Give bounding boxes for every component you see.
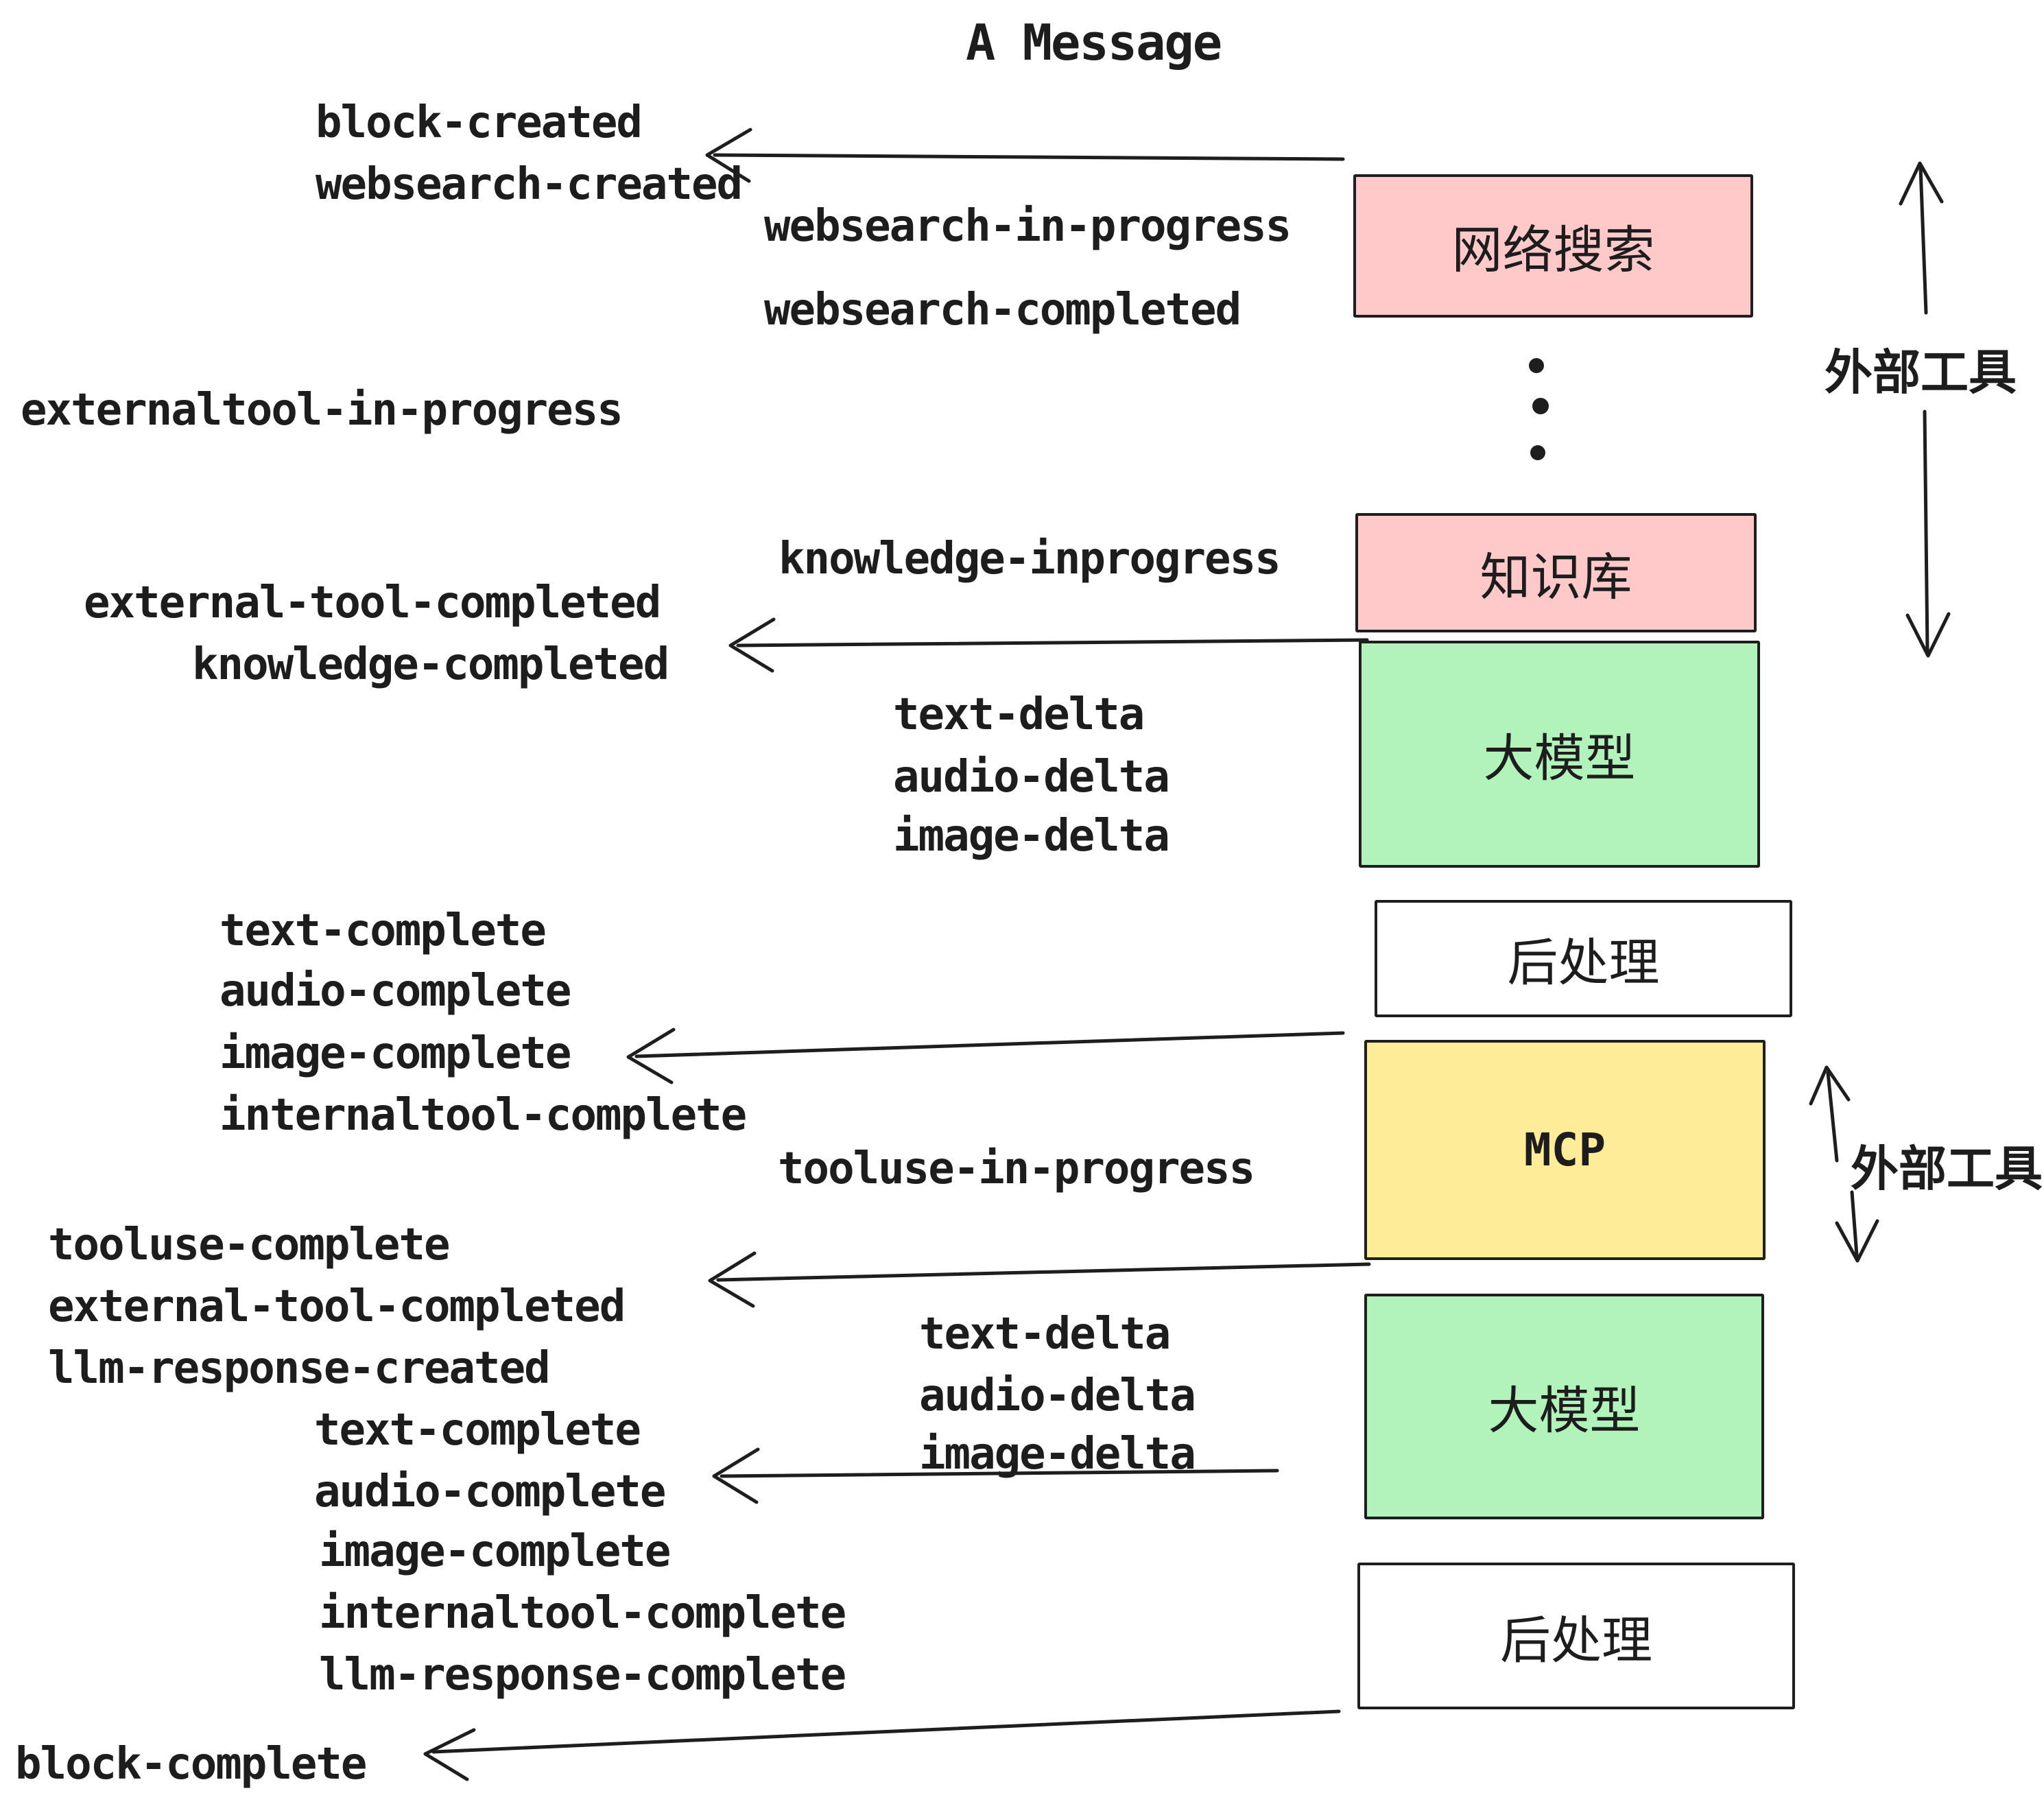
event-label-websearch-in-progress: websearch-in-progress	[764, 201, 1292, 252]
box-mcp: MCP	[1364, 1040, 1766, 1260]
external-tools-down-arrow-2	[1835, 1190, 1879, 1263]
event-label-block-created: block-created	[316, 97, 643, 148]
arrow-to-tooluse-complete	[708, 1251, 1371, 1308]
arrow-to-image-complete	[626, 1028, 1345, 1084]
event-label-image-delta-2: image-delta	[919, 1429, 1196, 1480]
box-postprocess-2: 后处理	[1357, 1563, 1795, 1709]
external-tools-down-arrow-1	[1905, 410, 1951, 658]
event-label-block-complete: block-complete	[15, 1739, 367, 1790]
event-label-text-delta-2: text-delta	[919, 1309, 1171, 1360]
side-label-external-tools-top: 外部工具	[1825, 344, 2017, 401]
event-label-image-complete-1: image-complete	[219, 1028, 571, 1079]
side-label-external-tools-mcp: 外部工具	[1851, 1141, 2043, 1197]
external-tools-up-arrow-2	[1809, 1065, 1851, 1163]
event-label-audio-complete-2: audio-complete	[314, 1467, 666, 1517]
arrow-to-websearch-created	[705, 128, 1345, 183]
event-label-internaltool-complete-1: internaltool-complete	[219, 1090, 747, 1141]
event-label-external-tool-completed-1: external-tool-completed	[84, 578, 661, 628]
ellipsis-dots	[1529, 358, 1549, 460]
event-label-audio-delta-2: audio-delta	[919, 1370, 1196, 1421]
diagram-title: A Message	[966, 14, 1222, 71]
event-label-internaltool-complete-2: internaltool-complete	[319, 1588, 846, 1639]
external-tools-up-arrow-1	[1899, 161, 1944, 315]
arrow-to-block-complete	[423, 1709, 1341, 1781]
event-label-image-complete-2: image-complete	[319, 1526, 671, 1577]
box-llm-2: 大模型	[1364, 1294, 1764, 1519]
event-label-external-tool-completed-2: external-tool-completed	[48, 1281, 626, 1332]
arrow-to-knowledge-completed	[728, 617, 1369, 673]
event-label-knowledge-completed: knowledge-completed	[192, 639, 669, 690]
box-llm-1: 大模型	[1359, 641, 1760, 868]
box-postprocess-1: 后处理	[1375, 900, 1792, 1017]
event-label-text-complete-2: text-complete	[314, 1405, 641, 1456]
event-label-llm-response-complete: llm-response-complete	[319, 1650, 846, 1700]
event-label-externaltool-in-progress: externaltool-in-progress	[21, 385, 623, 436]
box-knowledge: 知识库	[1355, 513, 1757, 632]
event-label-image-delta-1: image-delta	[893, 811, 1170, 862]
event-label-audio-delta-1: audio-delta	[893, 752, 1170, 803]
event-label-text-complete-1: text-complete	[219, 905, 547, 956]
event-label-text-delta-1: text-delta	[893, 689, 1145, 740]
event-label-knowledge-inprogress: knowledge-inprogress	[779, 534, 1281, 584]
event-label-audio-complete-1: audio-complete	[219, 966, 571, 1017]
box-websearch: 网络搜索	[1353, 174, 1753, 318]
event-label-websearch-created: websearch-created	[316, 159, 743, 210]
event-label-llm-response-created: llm-response-created	[48, 1343, 551, 1394]
event-label-tooluse-complete: tooluse-complete	[48, 1220, 450, 1270]
event-label-tooluse-in-progress: tooluse-in-progress	[778, 1143, 1255, 1194]
event-label-websearch-completed: websearch-completed	[764, 285, 1241, 335]
